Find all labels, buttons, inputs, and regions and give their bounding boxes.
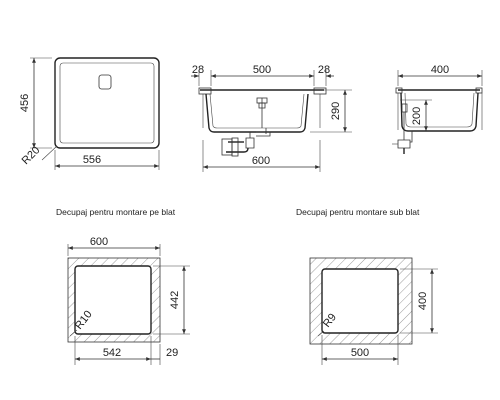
cutout-height-label: 442 [169,291,181,309]
cutout-width-label: 542 [103,347,121,359]
side-drain-fitting [392,103,413,154]
right-flange [313,87,327,95]
cutout-top-mount-drawing: 600 442 542 29 R10 [67,236,190,365]
drain-pipe [221,128,271,157]
sink-front-view: 28 500 28 290 600 [191,64,352,172]
sink-side-view: 400 200 [392,64,483,154]
cutout-under-mount-drawing: 400 500 R9 [309,257,438,365]
cutout-outline-under [321,268,399,334]
offset-label: 29 [166,347,178,359]
top-view-width-label: 556 [83,154,101,166]
bowl-outline [59,62,155,144]
top-view-height-label: 456 [19,94,31,112]
left-flange [198,87,212,95]
cabinet-width-label: 600 [90,236,108,248]
front-left-flange-label: 28 [192,64,204,76]
front-bowl-width-label: 500 [253,64,271,76]
drain-icon [98,74,112,90]
cabinet-outline-under [309,257,413,345]
cutout-under-height-label: 400 [417,292,429,310]
caption-top-mount: Decupaj pentru montare pe blat [56,207,176,217]
cabinet-outline [67,257,161,343]
side-width-label: 400 [431,64,449,76]
sink-outline [54,57,160,149]
caption-under-mount: Decupaj pentru montare sub blat [296,207,420,217]
front-right-flange-label: 28 [318,64,330,76]
front-overall-width-label: 600 [252,155,270,167]
side-bowl-profile [400,92,479,132]
cutout-under-width-label: 500 [351,347,369,359]
sink-top-view: 456 556 R20 [19,57,160,170]
front-depth-label: 290 [330,102,342,120]
overflow-fitting [256,97,268,128]
cutout-outline [74,265,152,335]
side-overflow-height-label: 200 [411,107,423,125]
